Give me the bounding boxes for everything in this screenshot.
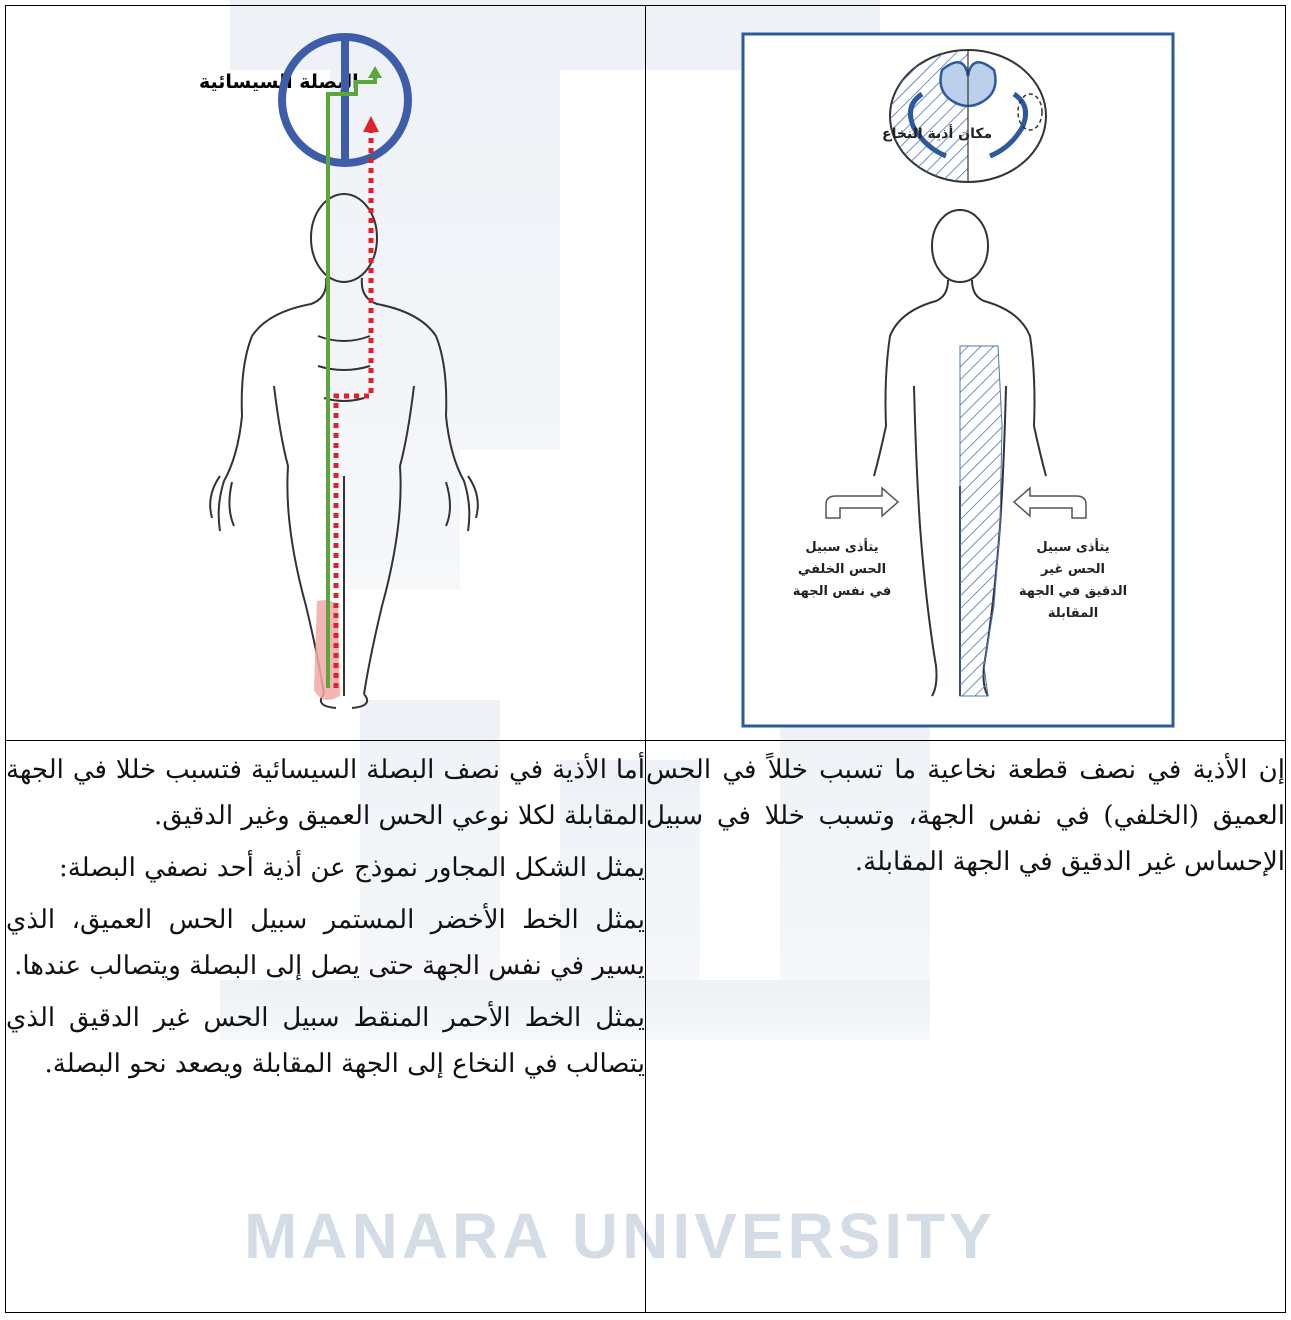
medulla-paragraph-1: أما الأذية في نصف البصلة السيسائية فتسبب… <box>6 747 645 839</box>
text-cell-medulla: أما الأذية في نصف البصلة السيسائية فتسبب… <box>6 741 646 1313</box>
injury-site-label: مكان أذية النخاع <box>882 124 992 142</box>
body-outline-icon <box>210 194 478 708</box>
deep-path-arrowhead <box>368 66 382 78</box>
medulla-paragraph-2: يمثل الشكل المجاور نموذج عن أذية أحد نصف… <box>6 845 645 891</box>
spinal-cord-section-icon <box>890 50 1046 182</box>
figure-cell-spinal: مكان أذية النخاع يتأذى سبيل ال <box>646 6 1286 741</box>
content-table: البصلة السيسائية <box>5 5 1286 1313</box>
svg-text:يتأذى سبيل: يتأذى سبيل <box>805 538 878 555</box>
text-row: أما الأذية في نصف البصلة السيسائية فتسبب… <box>6 741 1286 1313</box>
medulla-paragraph-4: يمثل الخط الأحمر المنقط سبيل الحس غير ال… <box>6 995 645 1087</box>
svg-text:الدقيق في الجهة: الدقيق في الجهة <box>1019 584 1127 599</box>
medulla-compass-icon <box>282 37 408 163</box>
spinal-paragraph-1: إن الأذية في نصف قطعة نخاعية ما تسبب خلل… <box>646 747 1285 885</box>
figures-row: البصلة السيسائية <box>6 6 1286 741</box>
medulla-lesion-figure: البصلة السيسائية <box>6 6 688 740</box>
svg-text:في نفس الجهة: في نفس الجهة <box>793 584 892 599</box>
medulla-paragraph-3: يمثل الخط الأخضر المستمر سبيل الحس العمي… <box>6 897 645 989</box>
svg-text:الحس الخلفي: الحس الخلفي <box>798 562 886 577</box>
left-side-label: يتأذى سبيل الحس الخلفي في نفس الجهة <box>793 538 892 599</box>
crude-sensation-path <box>336 130 371 688</box>
crude-path-arrowhead <box>363 116 379 132</box>
text-cell-spinal: إن الأذية في نصف قطعة نخاعية ما تسبب خلل… <box>646 741 1286 1313</box>
spinal-hemisection-figure: مكان أذية النخاع يتأذى سبيل ال <box>646 6 1245 740</box>
svg-text:الحس غير: الحس غير <box>1040 562 1105 577</box>
figure-cell-medulla: البصلة السيسائية <box>6 6 646 741</box>
svg-text:المقابلة: المقابلة <box>1048 606 1098 621</box>
svg-text:يتأذى سبيل: يتأذى سبيل <box>1036 538 1109 555</box>
